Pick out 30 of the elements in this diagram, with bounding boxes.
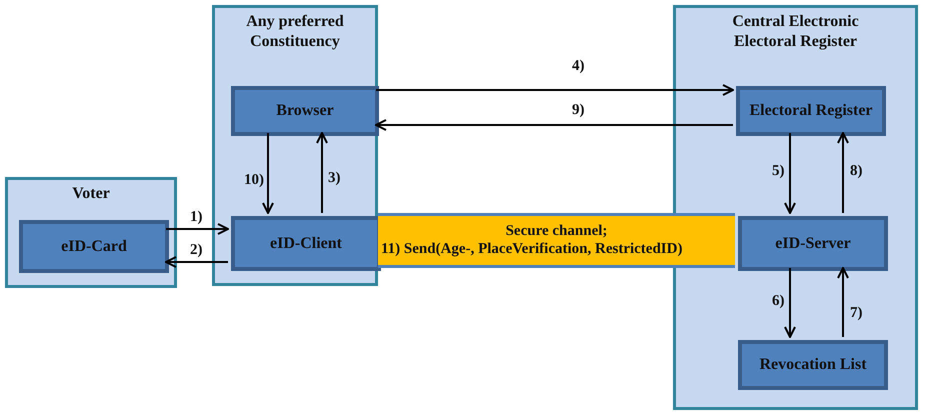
box-label: eID-Card: [61, 238, 127, 256]
group-title: Voter: [71, 184, 111, 204]
edge-label: 7): [850, 305, 862, 322]
group-container: [5, 177, 177, 288]
group-title: Any preferred Constituency: [245, 12, 345, 52]
edge-label: 1): [190, 209, 202, 226]
edge-label: 6): [772, 293, 784, 310]
group-title: Central Electronic Electoral Register: [731, 12, 860, 52]
process-box: [19, 220, 169, 273]
edge-label: 5): [772, 163, 784, 180]
edge-label: 4): [572, 58, 584, 75]
band-title: Secure channel;: [504, 222, 608, 240]
edge-label: 8): [850, 163, 862, 180]
edge-label: 10): [244, 172, 264, 189]
box-label: Electoral Register: [749, 102, 873, 120]
box-label: Revocation List: [759, 356, 867, 374]
box-label: Browser: [276, 102, 334, 120]
edge-label: 9): [572, 102, 584, 119]
process-box: [231, 86, 379, 136]
edge-label: 3): [328, 170, 340, 187]
edge-label: 2): [190, 242, 202, 259]
box-label: eID-Server: [775, 234, 851, 252]
process-box: [738, 216, 888, 271]
group-container: [212, 5, 378, 286]
box-label: eID-Client: [270, 234, 342, 252]
message-text: 11) Send(Age-, PlaceVerification, RestrictedID): [381, 240, 682, 258]
secure-channel-band: [378, 213, 735, 268]
process-box: [736, 86, 886, 136]
process-box: [231, 216, 381, 271]
process-box: [738, 340, 888, 390]
